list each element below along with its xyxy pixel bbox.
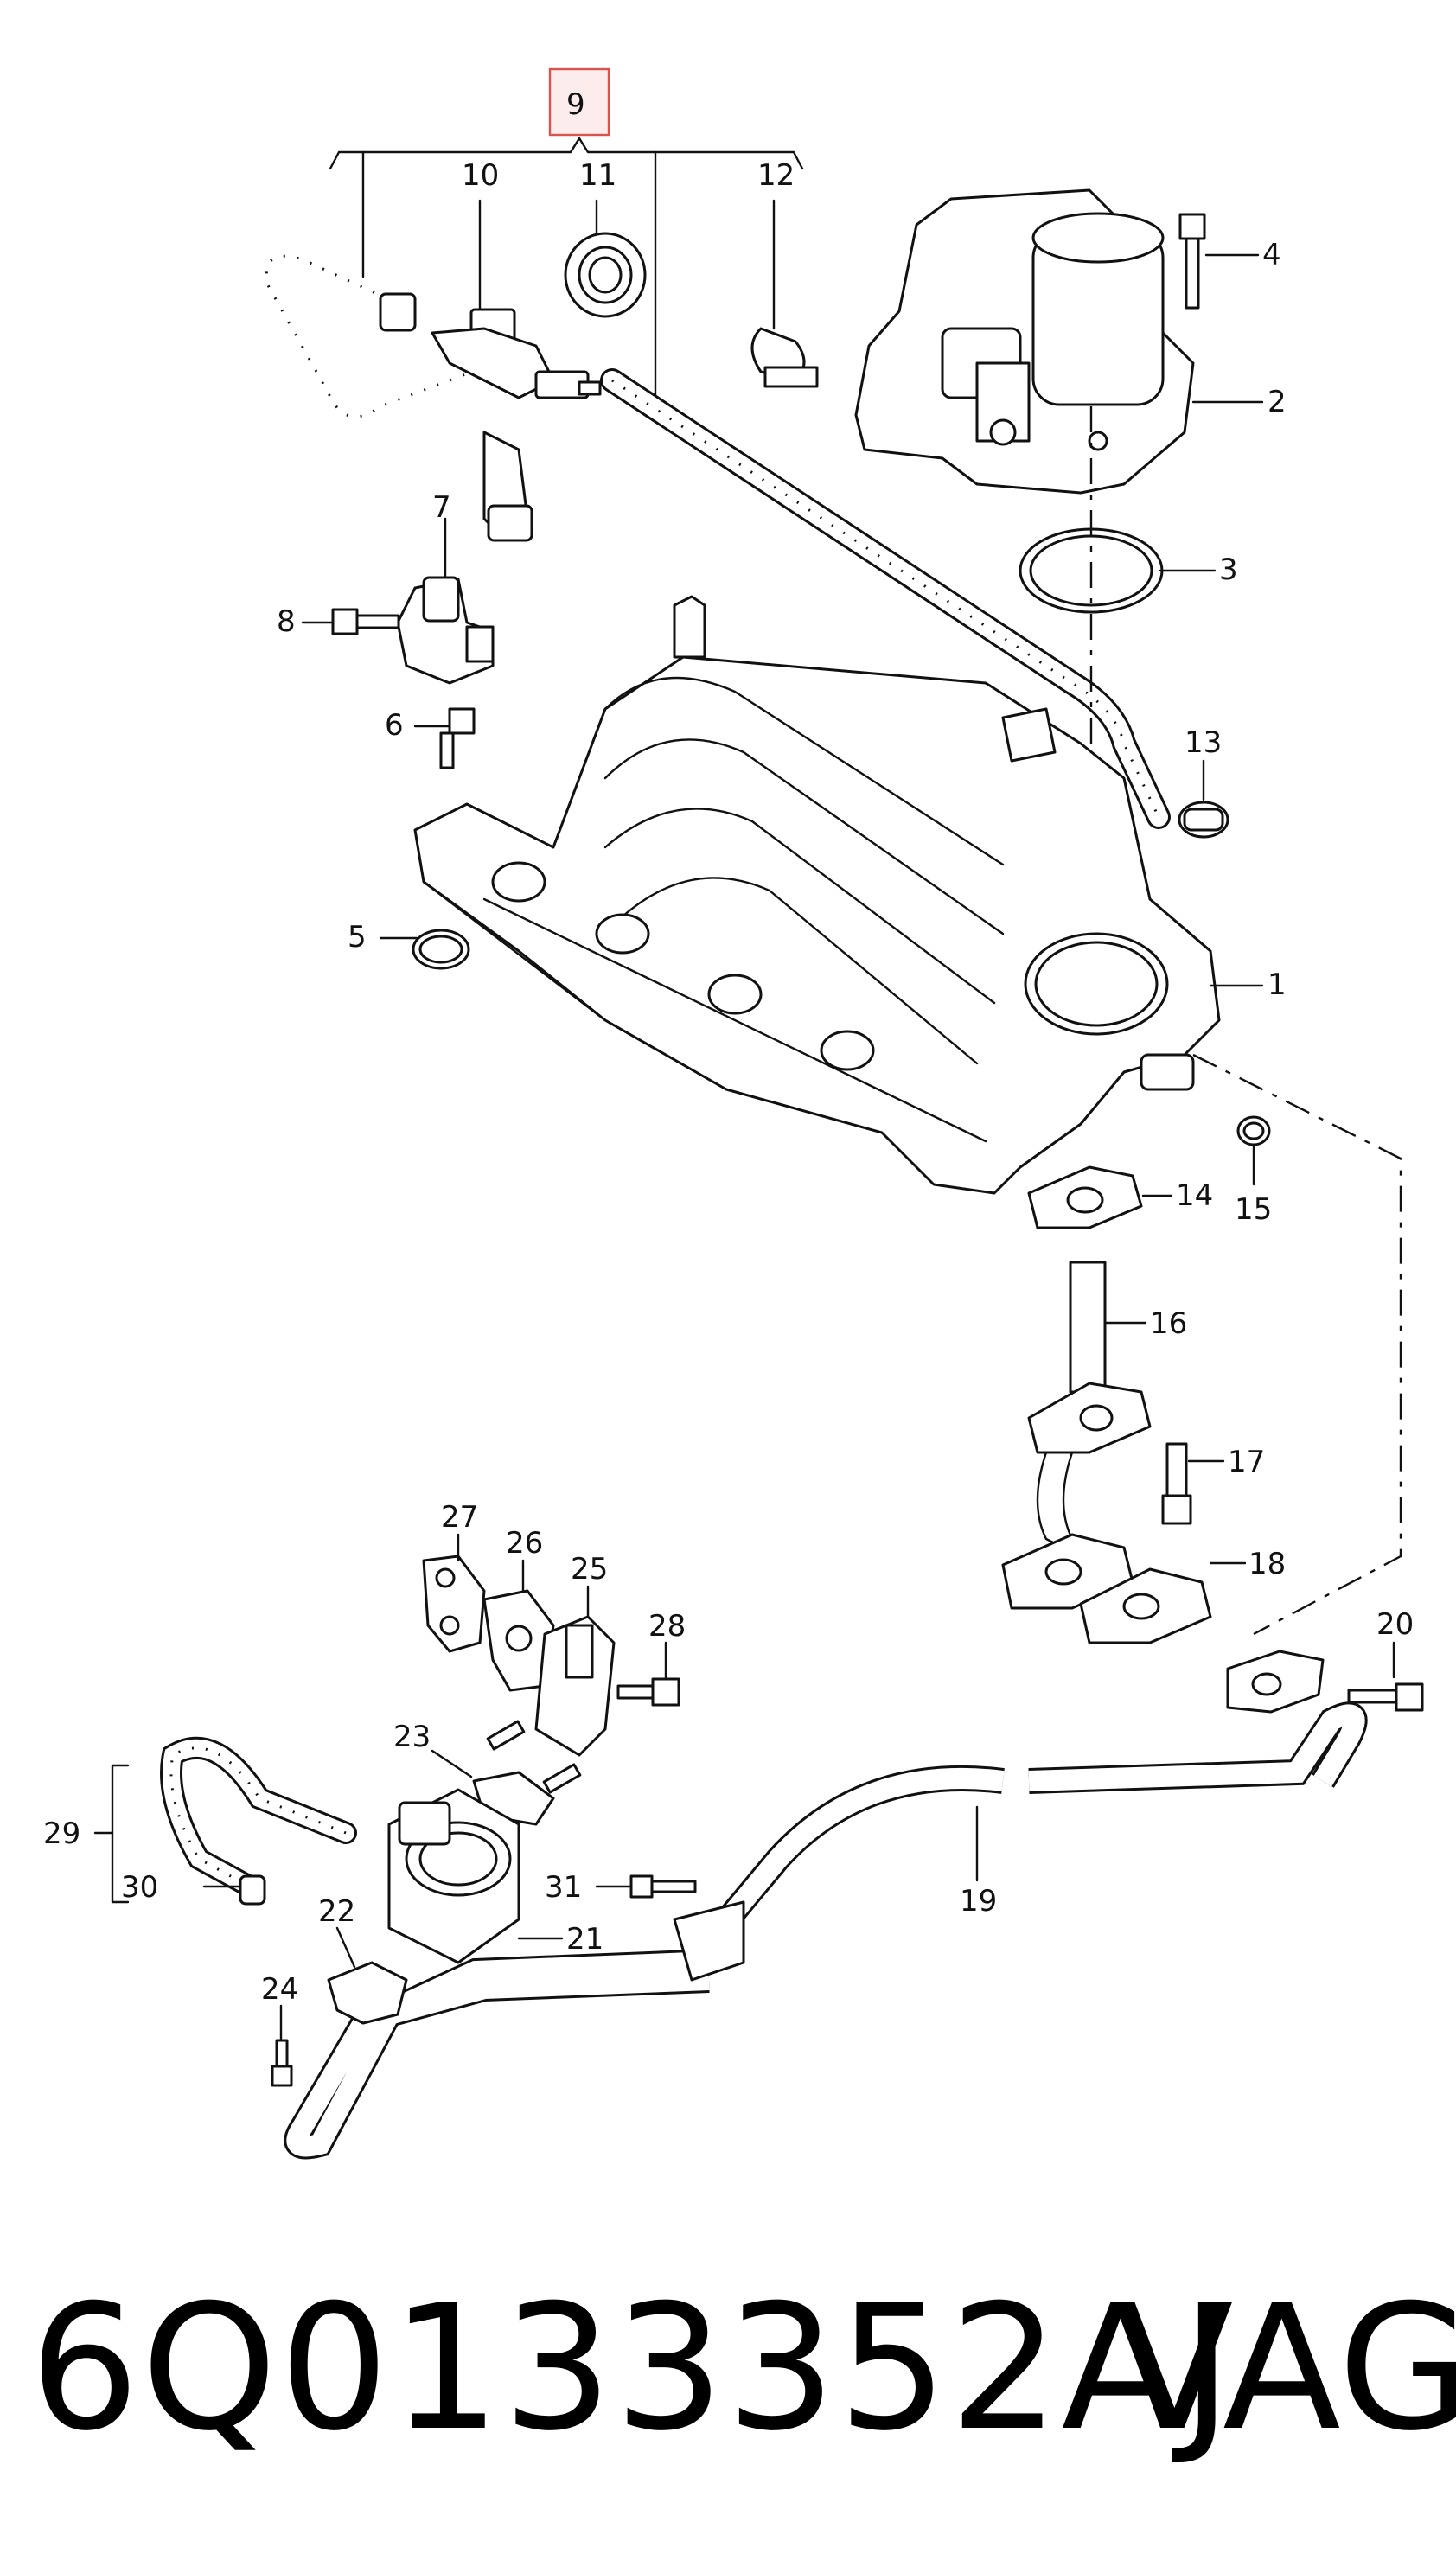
callout-22: 22 [318, 1894, 355, 1929]
callout-3: 3 [1219, 552, 1238, 587]
callout-11: 11 [579, 158, 616, 193]
screw-20 [1347, 1641, 1424, 1712]
throttle-body-2 [854, 188, 1264, 495]
gasket-14 [1027, 1165, 1173, 1229]
callout-16: 16 [1150, 1306, 1187, 1341]
gasket-18 [1001, 1533, 1247, 1644]
brand-caption: VAG [1115, 2268, 1456, 2469]
callout-23: 23 [393, 1720, 431, 1754]
screw-17 [1161, 1442, 1225, 1525]
clip-12 [750, 199, 819, 388]
callout-24: 24 [261, 1972, 298, 2007]
gasket-26 [482, 1559, 555, 1692]
seal-ring-11 [564, 199, 647, 318]
studs-23 [431, 1720, 582, 1826]
callout-15: 15 [1235, 1192, 1272, 1227]
screw-8 [301, 608, 400, 635]
callout-29: 29 [43, 1816, 80, 1851]
screw-28 [616, 1641, 680, 1707]
callout-9: 9 [566, 87, 585, 122]
screw-24 [271, 2004, 293, 2087]
group-bracket-9 [329, 67, 804, 408]
cap-30 [202, 1874, 266, 1906]
screw-4 [1178, 213, 1260, 310]
callout-5: 5 [348, 920, 367, 954]
bracket-27 [422, 1533, 486, 1653]
guide-lines [1192, 1053, 1402, 1636]
callout-labels: 9 10 11 12 4 2 3 7 8 6 13 5 1 14 15 16 1… [43, 87, 1414, 2007]
callout-4: 4 [1262, 238, 1281, 272]
callout-7: 7 [432, 490, 451, 525]
callout-21: 21 [566, 1922, 603, 1957]
callout-2: 2 [1268, 385, 1287, 419]
egr-valve-21 [387, 1788, 564, 1964]
callout-27: 27 [441, 1500, 478, 1535]
hose-clamp-13 [1178, 759, 1229, 839]
sensor-7 [396, 517, 495, 685]
flange-25 [534, 1585, 616, 1757]
callout-25: 25 [571, 1552, 608, 1587]
callout-1: 1 [1268, 967, 1287, 1002]
o-ring-3 [1019, 406, 1217, 977]
highlighted-callout-box[interactable] [548, 67, 610, 137]
callout-14: 14 [1176, 1178, 1213, 1213]
callout-6: 6 [385, 708, 404, 743]
callout-19: 19 [960, 1884, 997, 1919]
hose-29 [93, 1736, 357, 1904]
callout-20: 20 [1376, 1607, 1414, 1642]
callout-13: 13 [1185, 725, 1222, 760]
vacuum-hose-top [258, 247, 533, 542]
callout-12: 12 [757, 158, 795, 193]
callout-28: 28 [648, 1609, 686, 1644]
gasket-5 [379, 929, 470, 970]
screw-31 [595, 1874, 697, 1899]
valve-10 [431, 199, 602, 399]
callout-30: 30 [121, 1870, 158, 1905]
callout-17: 17 [1228, 1445, 1265, 1479]
long-hose [600, 368, 1171, 829]
egr-pipe-19 [284, 1650, 1368, 2160]
gasket-22 [327, 1926, 408, 2025]
seal-15 [1236, 1115, 1271, 1186]
screw-6 [413, 707, 476, 769]
callout-18: 18 [1248, 1547, 1286, 1581]
callout-10: 10 [462, 158, 499, 193]
tube-16 [1027, 1261, 1152, 1549]
callout-26: 26 [506, 1526, 543, 1561]
intake-manifold-1 [413, 595, 1264, 1195]
part-number-caption: 6Q0133352AJ [29, 2268, 1235, 2469]
callout-31: 31 [545, 1870, 582, 1905]
callout-8: 8 [277, 604, 296, 639]
